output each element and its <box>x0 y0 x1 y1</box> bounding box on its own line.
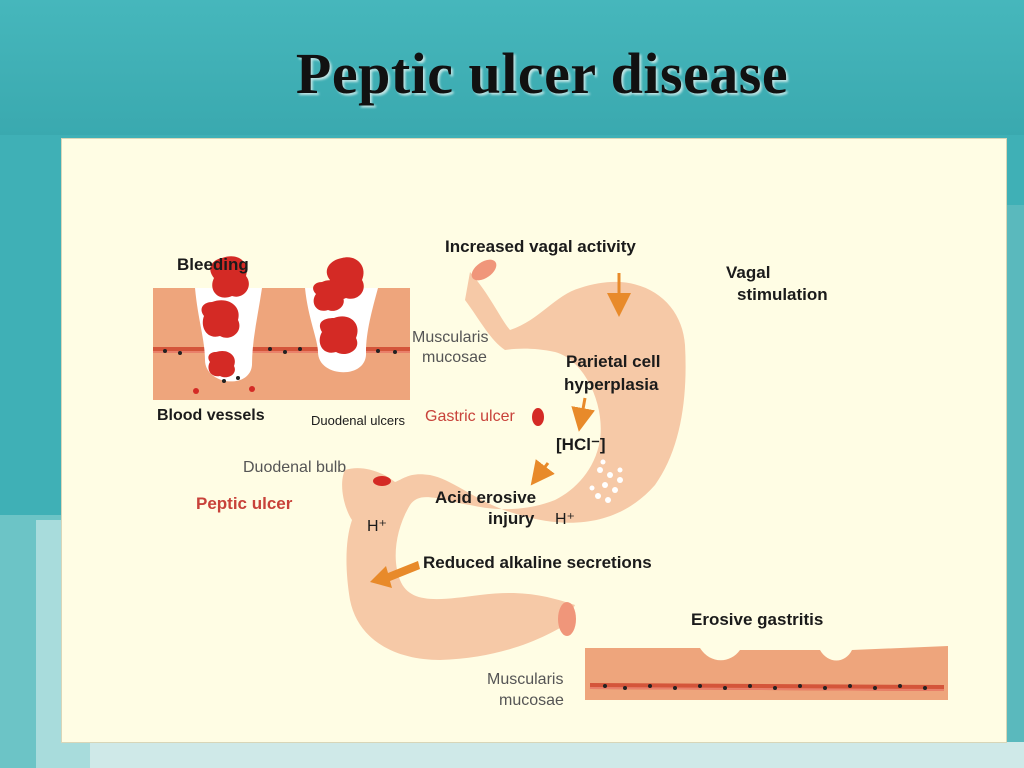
erosive-gastritis-tissue <box>585 646 948 700</box>
duodenal-ulcers-label: Duodenal ulcers <box>311 413 405 428</box>
erosive-gastritis-label: Erosive gastritis <box>691 610 824 629</box>
injury-label: injury <box>488 509 535 528</box>
stomach-illustration <box>342 259 686 660</box>
increased-vagal-activity-label: Increased vagal activity <box>445 237 636 256</box>
duodenal-bulb-label: Duodenal bulb <box>243 459 347 476</box>
muscularis-label-bottom: Muscularis <box>487 671 564 688</box>
blood-vessels-label: Blood vessels <box>157 407 265 424</box>
diagram-panel <box>61 138 1007 743</box>
gastric-ulcer-label: Gastric ulcer <box>425 408 515 425</box>
mucosae-label-bottom: mucosae <box>499 692 564 709</box>
background-right-strip <box>1006 205 1024 745</box>
reduced-alkaline-label: Reduced alkaline secretions <box>423 553 652 572</box>
mucosae-label-top: mucosae <box>422 349 487 366</box>
ulcer-tissue-block <box>153 256 410 400</box>
peptic-ulcer-label: Peptic ulcer <box>196 494 293 513</box>
hyperplasia-label: hyperplasia <box>564 375 659 394</box>
h-plus-left: H⁺ <box>367 518 387 535</box>
background-bottom <box>90 742 1024 768</box>
vagal-label: Vagal <box>726 263 771 282</box>
stimulation-label: stimulation <box>737 285 828 304</box>
h-plus-right: H⁺ <box>555 511 575 528</box>
parietal-cell-label: Parietal cell <box>566 352 661 371</box>
slide-title: Peptic ulcer disease <box>295 41 789 106</box>
hcl-label: [HCl⁻] <box>556 435 606 454</box>
flow-arrows <box>370 273 631 588</box>
acid-erosive-label: Acid erosive <box>435 488 537 507</box>
background-top <box>0 0 1024 135</box>
muscularis-label-top: Muscularis <box>412 329 489 346</box>
bleeding-label: Bleeding <box>177 255 249 274</box>
